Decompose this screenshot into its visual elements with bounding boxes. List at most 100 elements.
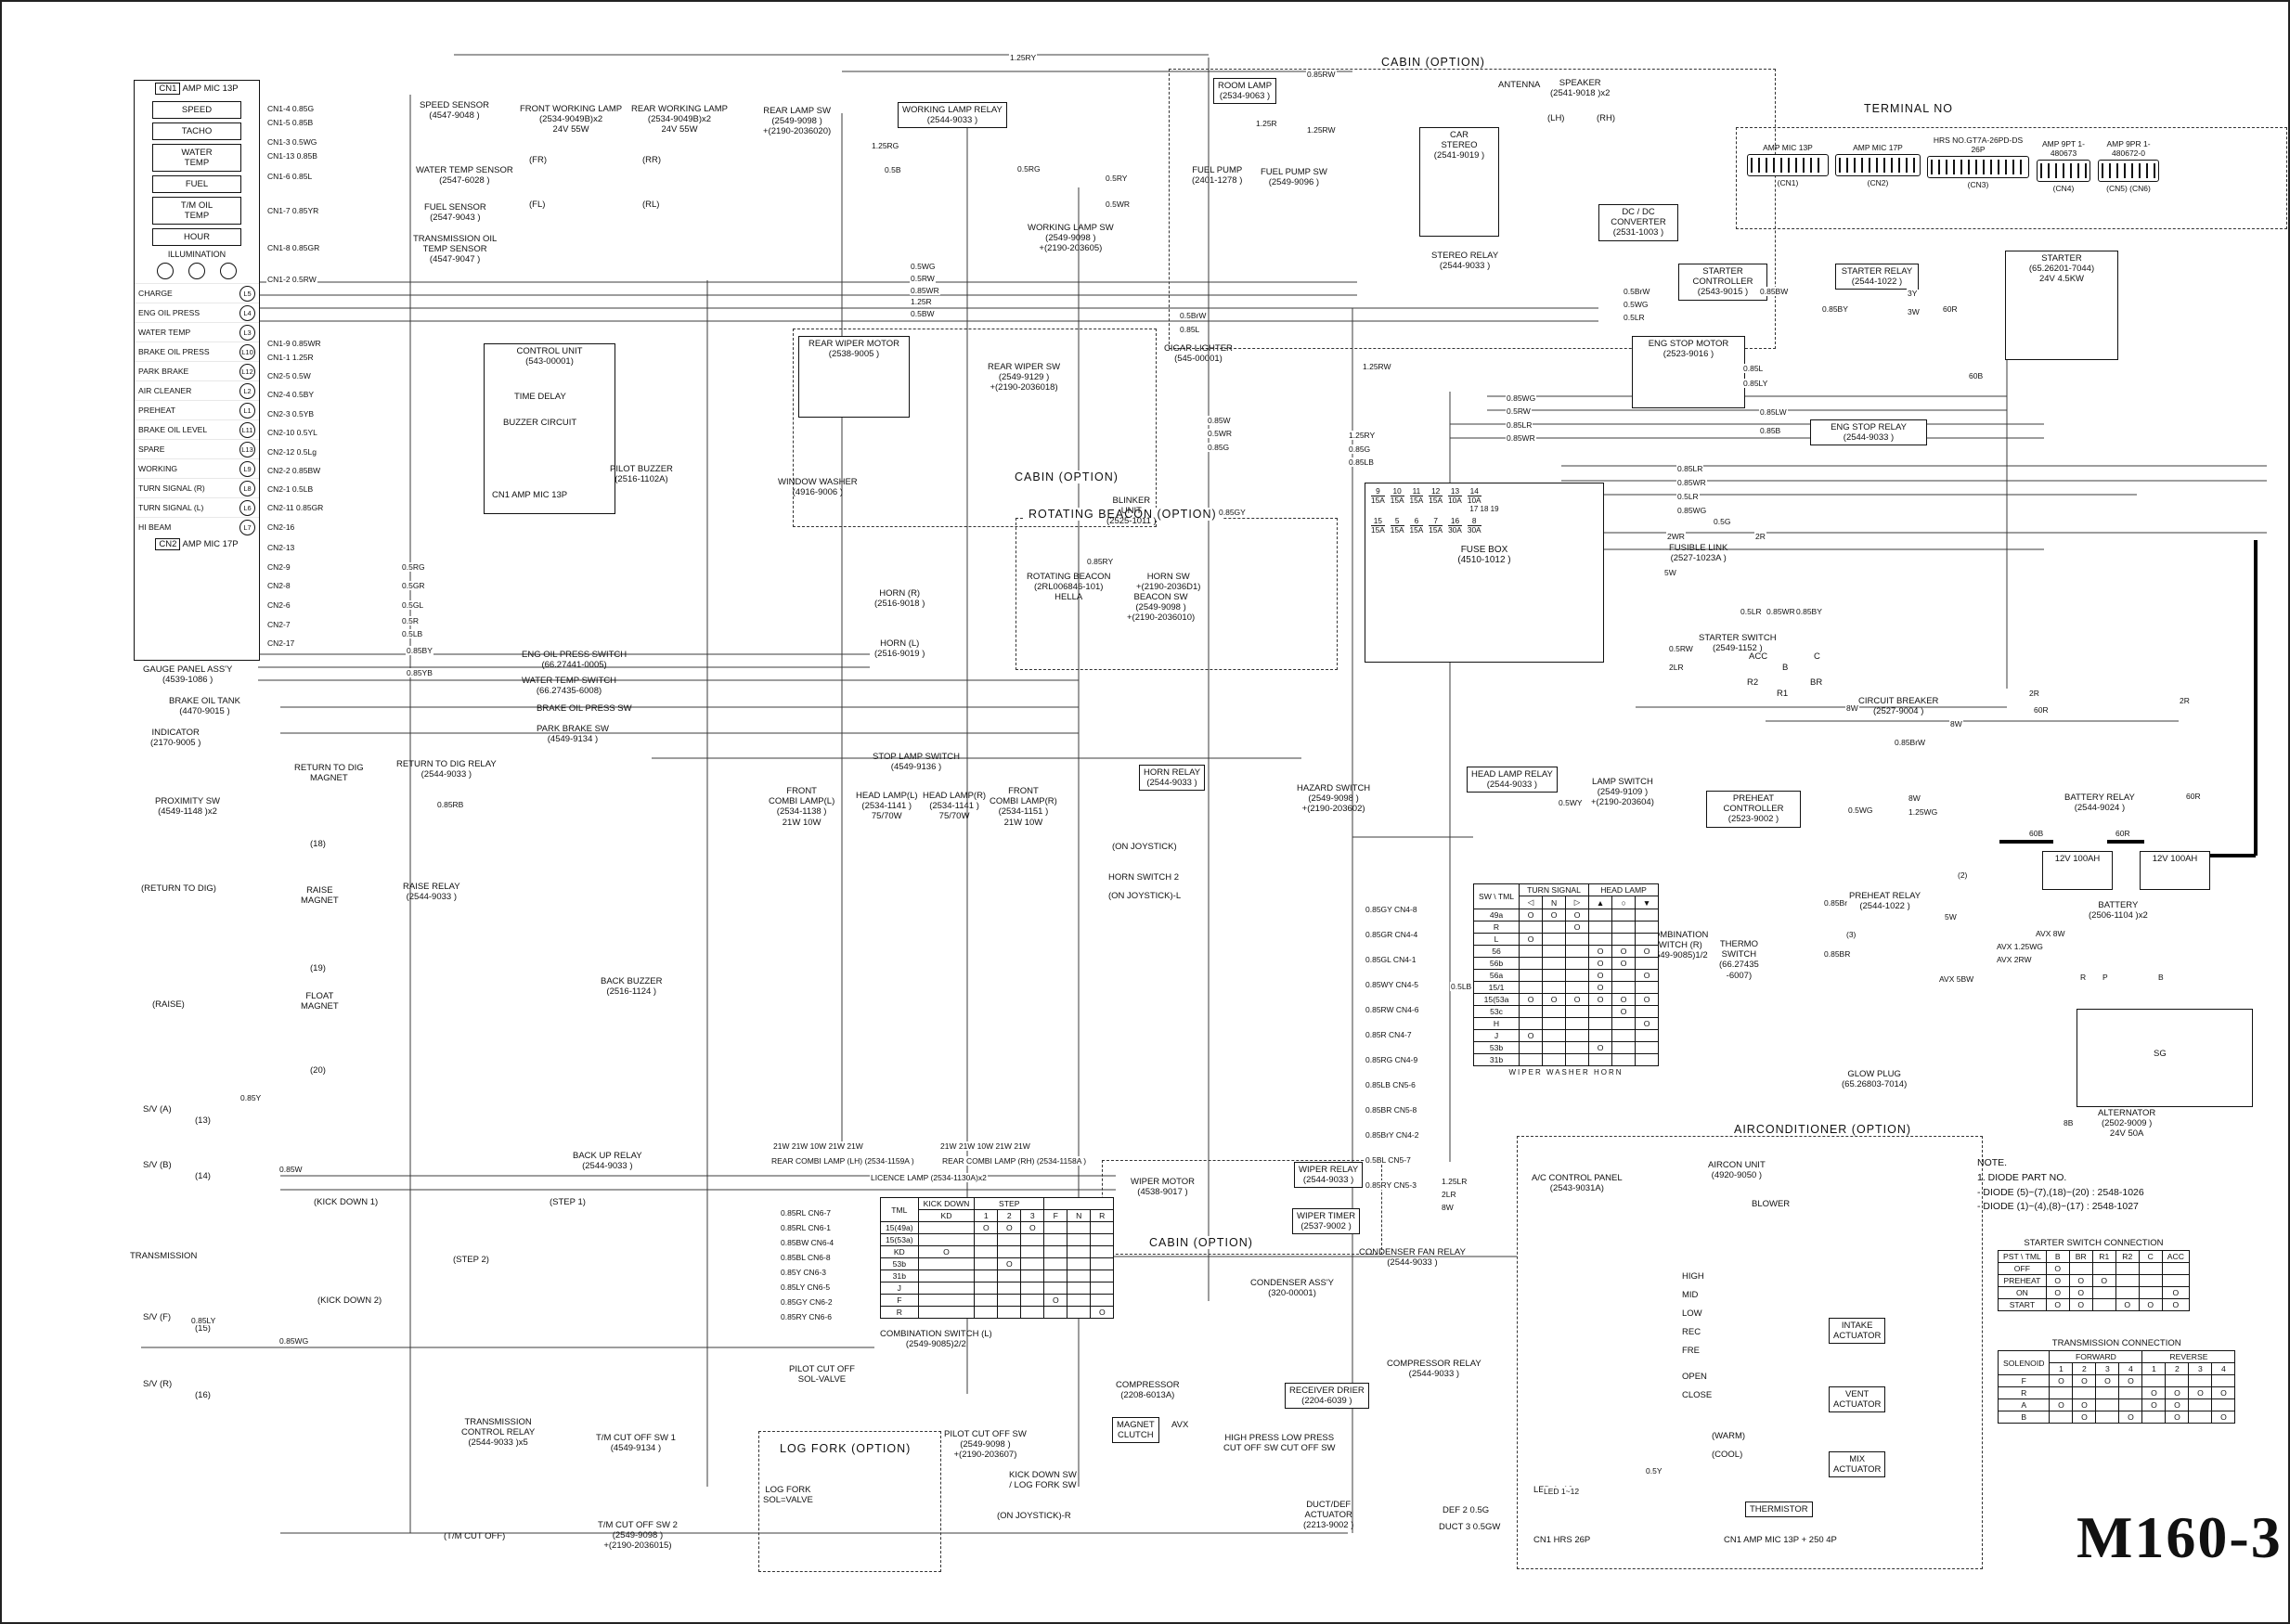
- connector-id: (CN4): [2052, 184, 2075, 193]
- wire-label: 0.85RB: [436, 800, 465, 809]
- component-water-temp-sensor: WATER TEMP SENSOR (2547-6028 ): [416, 165, 513, 187]
- lamp-id: L6: [239, 499, 255, 516]
- wire-label: CN2-5 0.5W: [266, 371, 312, 380]
- component-horn-sw: HORN SW +(2190-2036D1): [1136, 572, 1201, 593]
- lamp-id: L9: [239, 460, 255, 477]
- wire-label: 0.85G: [1207, 443, 1231, 452]
- wire-label: 0.85WG: [1676, 506, 1708, 515]
- wire-label: 60B: [1968, 371, 1985, 380]
- wire-label: 0.85WR: [1766, 607, 1796, 616]
- connector-type: AMP MIC 17P: [1853, 143, 1903, 152]
- component-step-2: (STEP 2): [453, 1255, 489, 1265]
- wire-label: 0.85RL CN6-7: [780, 1208, 833, 1218]
- wire-label: 0.5RG: [1016, 164, 1041, 174]
- section-log-fork-option: [758, 1431, 941, 1572]
- bulb-icon: [220, 263, 237, 279]
- wire-label: 0.5BL CN5-7: [1365, 1155, 1412, 1165]
- illumination-label: ILLUMINATION: [167, 250, 226, 259]
- wire-label: 0.85LB: [1348, 458, 1375, 467]
- wire-label: 1.25R: [910, 297, 933, 306]
- component-hazard-switch: HAZARD SWITCH (2549-9098 ) +(2190-203602…: [1297, 783, 1371, 815]
- wire-label: 0.5LR: [1676, 492, 1700, 501]
- wire-label: AVX 5BW: [1938, 974, 1975, 984]
- wire-label: CN2-17: [266, 638, 296, 648]
- wire-label: 0.85LR: [1506, 420, 1533, 430]
- connector-shell: [1835, 154, 1921, 176]
- warning-label: BRAKE OIL PRESS: [138, 347, 210, 356]
- component-cn1-amp-mic-13p: CN1 AMP MIC 13P: [492, 490, 568, 500]
- component-fusible-link: FUSIBLE LINK (2527-1023A ): [1669, 543, 1728, 564]
- wire-label: (3): [1845, 930, 1857, 939]
- component-t-m-cut-off-sw-1: T/M CUT OFF SW 1 (4549-9134 ): [596, 1433, 676, 1454]
- component-float: FLOAT MAGNET: [301, 991, 339, 1012]
- connector-type: AMP 9PT 1-480673: [2042, 139, 2085, 158]
- wire-label: 0.85BR CN5-8: [1365, 1105, 1418, 1115]
- warning-label: SPARE: [138, 445, 165, 454]
- wire-label: 1.25R: [1255, 119, 1278, 128]
- wire-label: 0.5WG: [1847, 806, 1874, 815]
- drawing-title: M160-3: [2077, 1504, 2283, 1570]
- wire-label: 0.85BR: [1823, 949, 1852, 959]
- component-cool: (COOL): [1712, 1450, 1743, 1460]
- lamp-id: L8: [239, 480, 255, 496]
- wire-label: 0.5LR: [1740, 607, 1763, 616]
- component-glow-plug: GLOW PLUG (65.26803-7014): [1842, 1069, 1908, 1090]
- wire-label: 2R: [2028, 689, 2040, 698]
- wire-label: 0.85Y CN6-3: [780, 1268, 827, 1277]
- wire-label: 0.85GY CN4-8: [1365, 905, 1418, 914]
- component-on-joystick-r: (ON JOYSTICK)-R: [997, 1511, 1071, 1521]
- wire-label: 0.5RW: [1506, 406, 1532, 416]
- component-working-lamp-relay: WORKING LAMP RELAY (2544-9033 ): [898, 102, 1007, 129]
- wire-label: CN2-4 0.5BY: [266, 390, 316, 399]
- wire-label: 0.85BY: [1795, 607, 1823, 616]
- component-head-lamp-r: HEAD LAMP(R) (2534-1141 ) 75/70W: [923, 791, 987, 822]
- warning-label: ENG OIL PRESS: [138, 308, 201, 317]
- wire-label: 60R: [2185, 792, 2202, 801]
- component-mid: MID: [1682, 1290, 1699, 1300]
- wire-label: CN2-10 0.5YL: [266, 428, 318, 437]
- wire-label: 0.85B: [1759, 426, 1782, 435]
- illumination-bulbs: [142, 263, 252, 279]
- component-high: HIGH: [1682, 1271, 1704, 1282]
- wire-label: CN1-3 0.5WG: [266, 137, 318, 147]
- cn1-header: CN1 AMP MIC 13P: [135, 81, 259, 97]
- wire-label: 1.25LR: [1441, 1177, 1468, 1186]
- component-cn1-amp-mic-13p-250-4p: CN1 AMP MIC 13P + 250 4P: [1724, 1535, 1837, 1545]
- wire-label: 0.85GY: [1218, 508, 1247, 517]
- component-avx: AVX: [1171, 1420, 1189, 1430]
- wire-label: 60R: [1942, 304, 1959, 314]
- component-proximity-sw: PROXIMITY SW (4549-1148 )x2: [155, 796, 221, 818]
- component-12v-100ah: 12V 100AH: [2042, 851, 2113, 890]
- component-duct-def: DUCT/DEF ACTUATOR (2213-9002 ): [1303, 1500, 1354, 1531]
- connector-cn1: AMP MIC 13P(CN1): [1747, 143, 1829, 187]
- diode-note: NOTE. 1. DIODE PART NO. - DIODE (5)~(7),…: [1977, 1157, 2144, 1213]
- component-eng-stop-motor: ENG STOP MOTOR (2523-9016 ): [1632, 336, 1745, 408]
- component-lh: (LH): [1547, 113, 1565, 123]
- component-on-joystick-l: (ON JOYSTICK)-L: [1108, 891, 1182, 901]
- wire-label: 0.5B: [884, 165, 902, 174]
- wire-label: 0.85GR CN4-4: [1365, 930, 1419, 939]
- component-water-temp-switch: WATER TEMP SWITCH (66.27435-6008): [522, 676, 617, 697]
- wire-label: 2R: [1754, 532, 1766, 541]
- wire-label: 0.85BW: [1759, 287, 1790, 296]
- lamp-id: L4: [239, 304, 255, 321]
- component-antenna: ANTENNA: [1498, 80, 1541, 90]
- warning-label: WORKING: [138, 464, 178, 473]
- connector-cn5-cn6: AMP 9PR 1-480672-0(CN5) (CN6): [2098, 139, 2159, 193]
- component-wiper-relay: WIPER RELAY (2544-9033 ): [1294, 1162, 1364, 1189]
- wire-label: 0.5LB: [1450, 982, 1473, 991]
- component-rr: (RR): [642, 155, 662, 165]
- wire-label: 60R: [2033, 705, 2050, 715]
- component-s-v-a: S/V (A): [143, 1104, 172, 1115]
